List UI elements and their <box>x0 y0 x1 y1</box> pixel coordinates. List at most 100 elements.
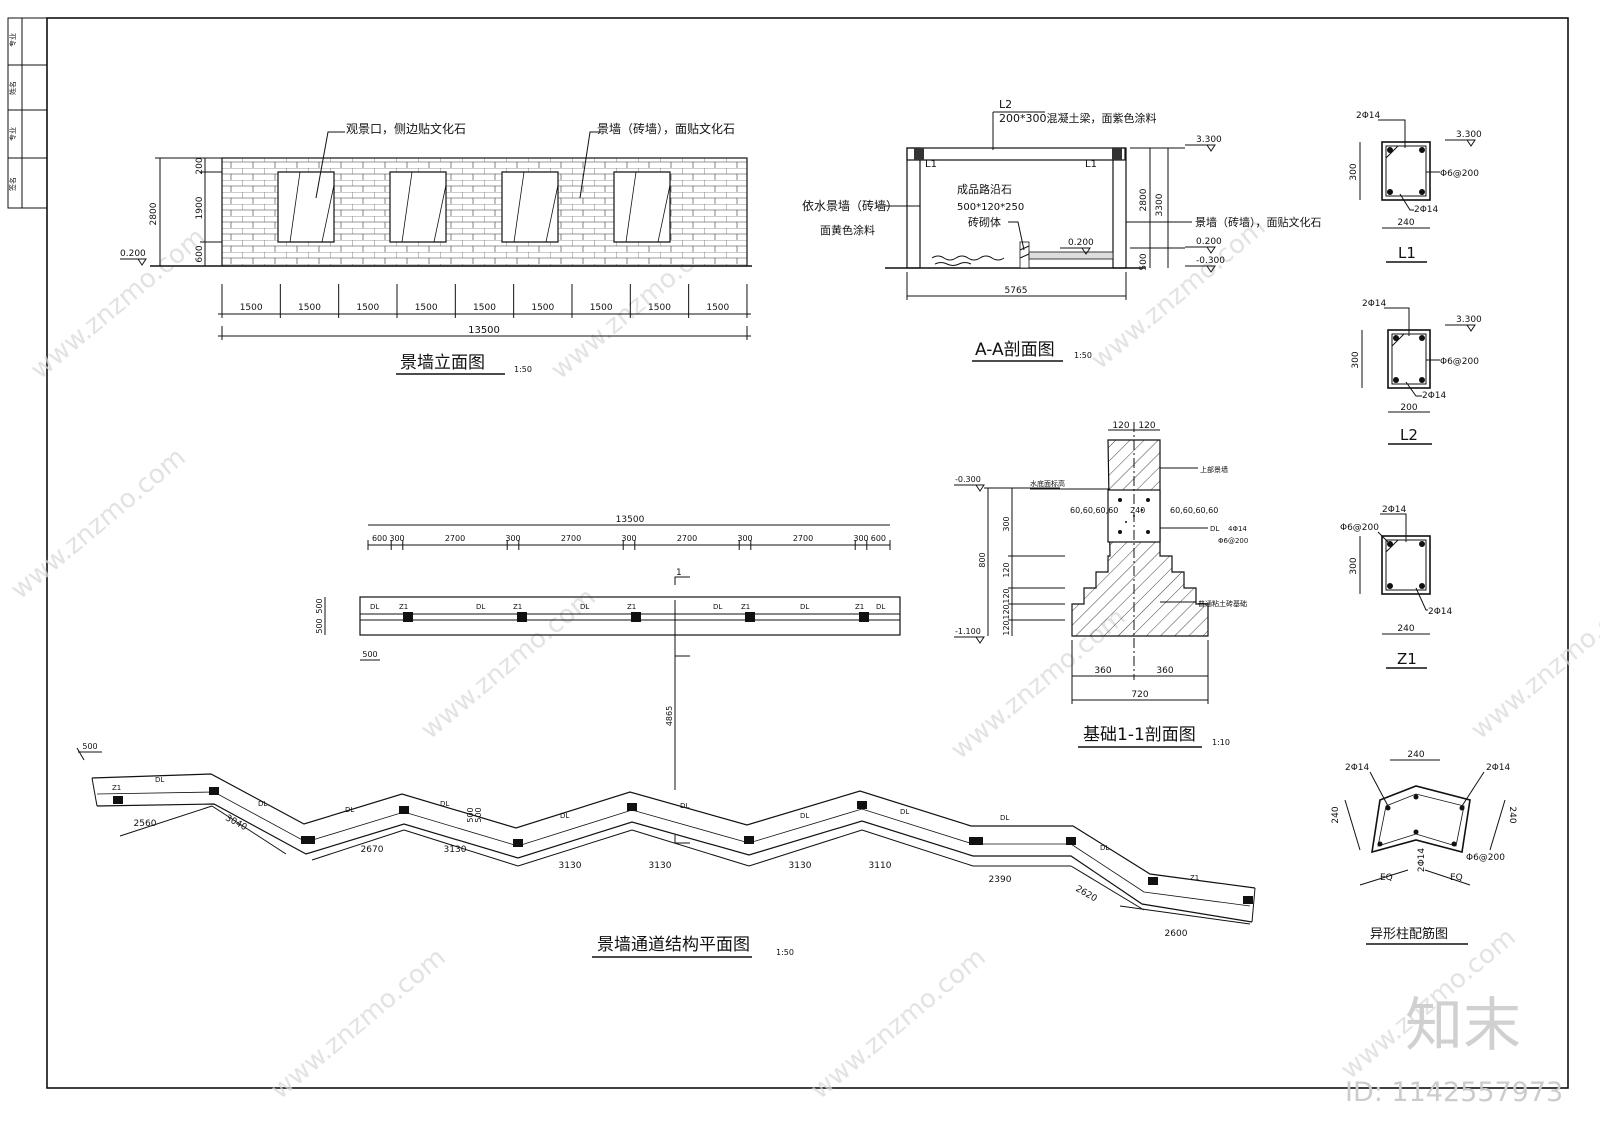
svg-text:0.200: 0.200 <box>1068 238 1094 248</box>
svg-text:240: 240 <box>1407 750 1424 760</box>
plan-dim-0: 600 <box>372 534 387 543</box>
svg-text:120: 120 <box>1138 421 1155 431</box>
svg-text:Φ6@200: Φ6@200 <box>1218 537 1248 545</box>
svg-text:120: 120 <box>1002 562 1011 577</box>
plan-tag-3: Z1 <box>513 603 522 611</box>
svg-text:1:10: 1:10 <box>1212 738 1230 747</box>
zig-dim-line <box>1070 865 1145 911</box>
watermark-layer: www.znzmo.com www.znzmo.com www.znzmo.co… <box>5 212 1600 1105</box>
svg-text:2Φ14: 2Φ14 <box>1417 848 1427 873</box>
svg-text:300: 300 <box>1349 163 1359 180</box>
svg-text:120: 120 <box>1002 588 1011 603</box>
svg-text:1:50: 1:50 <box>776 948 794 957</box>
zig-dim-6: 3130 <box>789 861 812 871</box>
label-opening: 观景口，侧边贴文化石 <box>346 121 466 136</box>
title-l2: L2 <box>1400 426 1418 444</box>
svg-text:120: 120 <box>1112 421 1129 431</box>
svg-text:500*120*250: 500*120*250 <box>957 202 1024 213</box>
svg-text:13500: 13500 <box>616 515 645 525</box>
plan-tag-6: DL <box>713 603 722 611</box>
bay-dim-8: 1500 <box>706 303 729 313</box>
svg-text:800: 800 <box>978 552 987 567</box>
section-aa: L2 200*300混凝土梁，面紫色涂料 L1 L1 依水景墙（砖墙） 面黄色涂… <box>802 98 1322 362</box>
svg-text:DL: DL <box>1210 525 1219 533</box>
zig-dim-line <box>748 829 863 867</box>
svg-text:240: 240 <box>1397 218 1414 228</box>
svg-text:2Φ14: 2Φ14 <box>1345 763 1370 773</box>
zig-tag-1: DL <box>155 776 164 784</box>
svg-text:120: 120 <box>1002 604 1011 619</box>
plan-dim-5: 300 <box>621 534 636 543</box>
zig-dim-7: 3110 <box>869 861 892 871</box>
svg-text:-0.300: -0.300 <box>1196 256 1225 266</box>
svg-text:200: 200 <box>1400 403 1417 413</box>
brand-id: ID: 1142557973 <box>1345 1077 1563 1108</box>
svg-text:成品路沿石: 成品路沿石 <box>957 183 1012 196</box>
svg-text:Φ6@200: Φ6@200 <box>1340 523 1379 533</box>
bay-dim-6: 1500 <box>590 303 613 313</box>
zig-dim-9: 2620 <box>1074 884 1099 904</box>
svg-text:Φ6@200: Φ6@200 <box>1440 169 1479 179</box>
plan-tag-5: Z1 <box>627 603 636 611</box>
title-block-labels: 专业 姓名 专业 签名 <box>8 33 17 191</box>
plan-dim-1: 300 <box>389 534 404 543</box>
plan-dim-4: 2700 <box>561 534 581 543</box>
dim-total-length: 13500 <box>468 325 500 336</box>
svg-text:500: 500 <box>315 618 324 633</box>
title-l1: L1 <box>1398 244 1416 262</box>
bay-dim-7: 1500 <box>648 303 671 313</box>
svg-text:2Φ14: 2Φ14 <box>1356 111 1381 121</box>
svg-text:-1.100: -1.100 <box>955 627 981 636</box>
zig-dim-line <box>403 829 519 867</box>
svg-text:3300: 3300 <box>1155 193 1165 216</box>
svg-text:www.znzmo.com: www.znzmo.com <box>1465 582 1600 745</box>
svg-text:4Φ14: 4Φ14 <box>1228 525 1247 533</box>
svg-text:5765: 5765 <box>1005 286 1028 296</box>
svg-text:60,60,60,60: 60,60,60,60 <box>1070 506 1118 515</box>
zig-dim-0: 2560 <box>134 819 157 829</box>
zig-dim-4: 3130 <box>559 861 582 871</box>
title-foundation: 基础1-1剖面图 <box>1083 725 1196 745</box>
wall-elevation: 观景口，侧边贴文化石 景墙（砖墙），面贴文化石 2800 200 1900 60… <box>120 121 752 375</box>
svg-text:500: 500 <box>82 742 97 751</box>
svg-text:360: 360 <box>1156 666 1173 676</box>
title-block <box>7 17 48 209</box>
dim-height-total: 2800 <box>149 202 159 225</box>
svg-text:www.znzmo.com: www.znzmo.com <box>265 942 451 1105</box>
svg-text:普通粘土砖基础: 普通粘土砖基础 <box>1198 599 1247 608</box>
svg-text:面黄色涂料: 面黄色涂料 <box>820 223 875 237</box>
left-wall-label: 依水景墙（砖墙） <box>802 198 898 213</box>
svg-text:300: 300 <box>1002 516 1011 531</box>
svg-text:1:50: 1:50 <box>1074 351 1092 360</box>
zig-tag-0: Z1 <box>112 784 121 792</box>
svg-text:L1: L1 <box>1085 159 1097 170</box>
zig-dim-5: 3130 <box>649 861 672 871</box>
beam-l1-detail: 2Φ14 Φ6@200 2Φ14 300 240 3.300 L1 <box>1349 111 1482 263</box>
beam-l2-detail: 2Φ14 Φ6@200 2Φ14 300 200 3.300 L2 <box>1351 299 1482 445</box>
plan-tag-9: Z1 <box>855 603 864 611</box>
title-z1: Z1 <box>1397 650 1417 668</box>
svg-text:360: 360 <box>1094 666 1111 676</box>
svg-text:EQ: EQ <box>1450 873 1463 883</box>
plan-tag-0: DL <box>370 603 379 611</box>
zig-dim-line <box>311 829 405 861</box>
plan-tag-4: DL <box>580 603 589 611</box>
svg-text:120: 120 <box>1002 620 1011 635</box>
plan-dim-2: 2700 <box>445 534 465 543</box>
zig-tag-10: DL <box>1100 844 1109 852</box>
svg-text:2Φ14: 2Φ14 <box>1422 391 1447 401</box>
svg-text:1900: 1900 <box>195 196 205 219</box>
tb-cell-1: 专业 <box>8 33 17 47</box>
beam-note: 200*300混凝土梁，面紫色涂料 <box>999 111 1157 125</box>
plan-dim-10: 600 <box>871 534 886 543</box>
plan-tag-10: DL <box>876 603 885 611</box>
title-section-aa: A-A剖面图 <box>975 340 1055 360</box>
svg-text:1: 1 <box>676 568 682 578</box>
tb-cell-4: 签名 <box>8 177 17 191</box>
